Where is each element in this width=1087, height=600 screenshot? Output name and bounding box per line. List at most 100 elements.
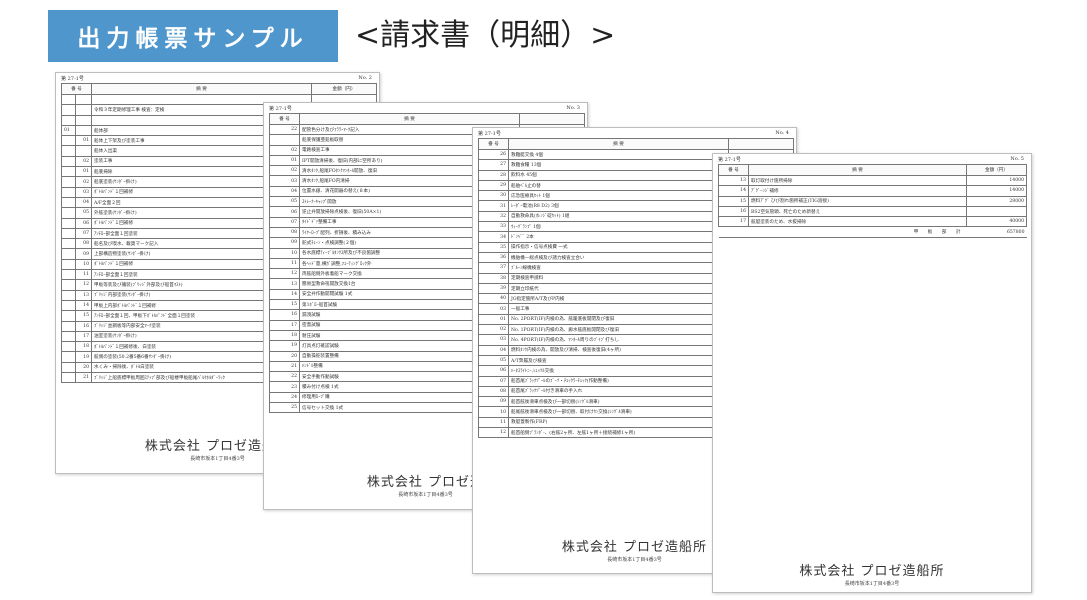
- item-number: [75, 124, 92, 137]
- item-description: 舷艇塗装のため、水抜掃除: [748, 216, 967, 228]
- item-description: No. 1PORT(IF)内検の為、廊水舷底板開閉及び復旧: [508, 324, 729, 336]
- item-number: 21: [269, 360, 300, 373]
- item-number: 19: [75, 351, 92, 363]
- item-number: 30: [478, 190, 509, 202]
- column-header-amount: [728, 138, 794, 150]
- company-footer: 株式会社 プロゼ造 長崎市坂本1丁目4番3号: [264, 471, 587, 498]
- item-description: ﾚｰﾀﾞｰ電池(R8 D2) 3個: [508, 200, 729, 212]
- form-number: 第 27-1号: [478, 131, 501, 137]
- item-number: 07: [478, 375, 509, 387]
- item-number: 18: [75, 341, 92, 353]
- item-description: 燃料ｱﾞｸﾞ ひび割れ箇所補正(TIG溶接): [748, 195, 967, 207]
- item-amount: 28000: [966, 195, 1027, 207]
- item-number: 01: [269, 154, 300, 167]
- item-number-indent: [61, 217, 76, 229]
- item-number: 03: [478, 334, 509, 346]
- item-number: 16: [75, 320, 92, 332]
- item-number: 09: [478, 396, 509, 408]
- item-number-indent: [61, 196, 76, 209]
- item-number-indent: [61, 320, 76, 332]
- item-description: 機舶機ー総点検及び諸力検査立合い: [508, 251, 729, 264]
- item-description: ｳｨｰｸﾞﾗﾝﾌﾟ 1個: [508, 221, 729, 233]
- item-description: 救難艇交換 4個: [508, 148, 729, 161]
- item-description: 応急医療具ｾｯﾄ 1個: [508, 190, 729, 202]
- company-address: 長崎市坂本1丁目4番3号: [607, 557, 662, 563]
- column-header-description: 摘 要: [299, 113, 520, 125]
- item-number: 02: [478, 324, 509, 336]
- item-number: 16: [718, 205, 749, 218]
- item-number: 29: [478, 179, 509, 192]
- item-number: 06: [269, 206, 300, 218]
- item-number-indent: [61, 104, 76, 116]
- item-number: 31: [478, 200, 509, 212]
- item-number: 08: [75, 238, 92, 250]
- item-description: JG指定箇所A/T及びP内検: [508, 293, 729, 305]
- item-number: 01: [75, 166, 92, 178]
- item-description: No. 4PORT(IF)内検の為、ﾏﾝﾎｰﾙ周りのﾌﾞｲﾌﾞ打ちし: [508, 334, 729, 346]
- item-number: 11: [478, 416, 509, 429]
- item-number-indent: [61, 248, 76, 260]
- item-description: 一般工事: [508, 303, 729, 315]
- item-description: 船舶ﾍﾞﾙ止の替: [508, 179, 729, 192]
- item-number: 19: [269, 340, 300, 352]
- item-number: [75, 145, 92, 157]
- company-name: 株式会社 プロゼ造船所: [144, 439, 291, 454]
- item-description: 燃料ﾀﾝｸ内検の為、開放及び清掃、検査後復旧(4ヶ所): [508, 344, 729, 356]
- item-number: 08: [478, 385, 509, 398]
- item-number: 09: [269, 237, 300, 249]
- item-number: 26: [478, 148, 509, 161]
- item-number: 02: [75, 155, 92, 168]
- item-number-indent: [61, 299, 76, 312]
- item-number: 40: [478, 293, 509, 305]
- item-number: 05: [269, 196, 300, 208]
- page-title: <請求書（明細）>: [355, 18, 616, 53]
- column-header-number: 番 号: [61, 83, 92, 95]
- item-number: 37: [478, 262, 509, 274]
- item-number: 07: [75, 227, 92, 240]
- item-number-indent: [61, 258, 76, 271]
- item-number: 11: [269, 257, 300, 270]
- company-name: 株式会社 プロゼ造船所: [561, 540, 708, 555]
- item-number: 07: [269, 216, 300, 228]
- item-number: 15: [269, 299, 300, 311]
- item-description: 船首船側ﾌﾞﾗﾝﾀﾞ-、(右舷2ヶ所、左舷1ヶ所＋接続補修1ヶ所): [508, 427, 729, 439]
- item-number: 04: [478, 344, 509, 356]
- item-number: 12: [269, 268, 300, 280]
- item-number: 11: [75, 269, 92, 281]
- item-number-indent: [61, 93, 76, 106]
- item-number: 38: [478, 272, 509, 284]
- item-number: 17: [75, 330, 92, 343]
- item-number: 12: [478, 427, 509, 439]
- item-number: 06: [75, 217, 92, 229]
- item-number: 15: [75, 310, 92, 322]
- item-number: [75, 104, 92, 116]
- item-number: 14: [269, 288, 300, 301]
- item-number: [75, 93, 92, 106]
- item-number-indent: 01: [61, 124, 76, 137]
- item-number: 02: [269, 144, 300, 156]
- item-amount: 14000: [966, 174, 1027, 187]
- item-number-indent: [61, 238, 76, 250]
- item-number-indent: [61, 310, 76, 322]
- company-footer: 株式会社 プロゼ造船所 長崎市坂本1丁目4番3号: [56, 435, 379, 462]
- item-number: 06: [478, 365, 509, 377]
- item-number: 14: [718, 185, 749, 197]
- item-number-indent: [61, 207, 76, 219]
- page-number: No. 4: [775, 130, 789, 136]
- item-description: 船尾舷後滑車点検及び一部切替、取付けｾﾝ交換(ｼﾝｸﾞﾙ滑車): [508, 406, 729, 418]
- item-description: BS2空気管頭、死亡のため新替え: [748, 205, 967, 218]
- item-description: 船首尾ﾌﾞﾗｯｸﾂﾞｰﾙ付き滑車の手入れ: [508, 385, 729, 398]
- item-number: 14: [75, 299, 92, 312]
- item-number-indent: [61, 114, 76, 126]
- page-number: No. 2: [358, 75, 372, 81]
- column-header-number: 番 号: [718, 164, 749, 176]
- item-number: 09: [75, 248, 92, 260]
- item-number-indent: [61, 279, 76, 291]
- item-number: [75, 114, 92, 126]
- item-number: 23: [269, 381, 300, 393]
